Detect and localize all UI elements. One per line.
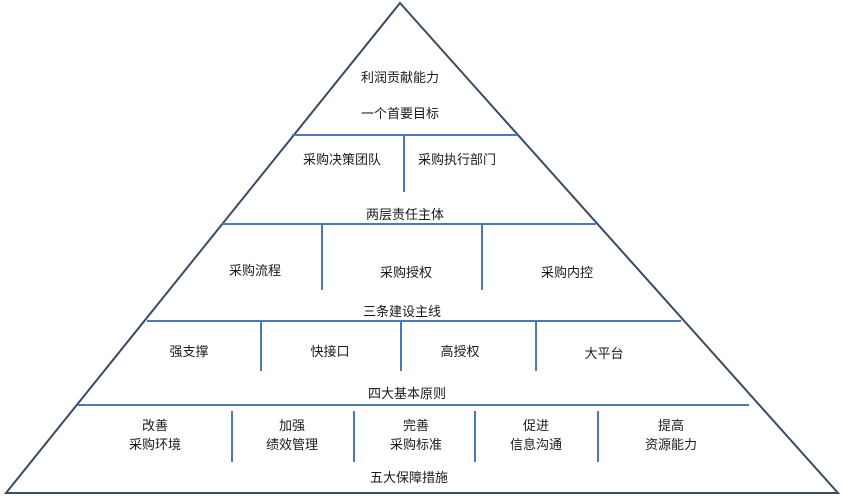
tier5-cell-5-line1: 提高 bbox=[658, 418, 684, 434]
pyramid-outline bbox=[3, 1, 841, 494]
tier4-cell-2: 快接口 bbox=[310, 344, 349, 360]
tier4-cell-4: 大平台 bbox=[584, 347, 623, 362]
tier5-cell-3-line2: 采购标准 bbox=[390, 437, 442, 453]
tier5-cell-4-line1: 促进 bbox=[523, 419, 549, 434]
tier3-cell-2: 采购授权 bbox=[380, 265, 432, 281]
tier4-caption: 四大基本原则 bbox=[368, 387, 446, 402]
tier3-cell-3: 采购内控 bbox=[541, 265, 593, 281]
tier5-cell-4-line2: 信息沟通 bbox=[510, 437, 562, 453]
tier3-cell-1: 采购流程 bbox=[229, 263, 281, 279]
tier5-cell-1-line2: 采购环境 bbox=[129, 437, 181, 453]
tier4-cell-1: 强支撑 bbox=[169, 345, 208, 360]
tier5-cell-2-line1: 加强 bbox=[279, 419, 305, 434]
tier5-cell-3-line1: 完善 bbox=[403, 418, 429, 434]
tier5-cell-2-line2: 绩效管理 bbox=[266, 438, 318, 453]
tier4-cell-3: 高授权 bbox=[440, 344, 479, 360]
tier5-cell-5-line2: 资源能力 bbox=[645, 438, 697, 453]
tier5-caption: 五大保障措施 bbox=[370, 471, 448, 486]
tier5-cell-1-line1: 改善 bbox=[142, 418, 168, 434]
tier1-line1: 利润贡献能力 bbox=[361, 71, 439, 86]
tier2-cell-1: 采购决策团队 bbox=[303, 152, 381, 168]
tier3-caption: 三条建设主线 bbox=[363, 304, 441, 320]
tier2-caption: 两层责任主体 bbox=[366, 208, 444, 223]
tier1-line2: 一个首要目标 bbox=[361, 107, 439, 122]
tier2-cell-2: 采购执行部门 bbox=[418, 152, 496, 168]
